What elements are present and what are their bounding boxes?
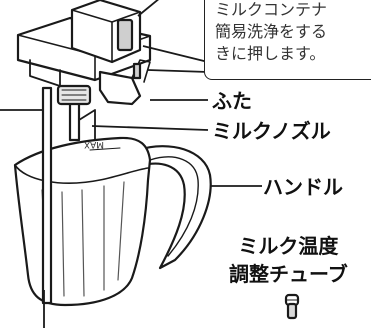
max-marking: MAX	[84, 139, 104, 149]
label-temperature-tube-line1: ミルク温度	[238, 234, 339, 258]
label-temperature-tube-line2: 調整チューブ	[229, 262, 348, 286]
leader-callout	[137, 0, 209, 73]
callout-line-1: ミルクコンテナ	[215, 0, 328, 19]
callout-box: ミルクコンテナ 簡易洗浄をする きに押します。	[204, 0, 371, 80]
callout-line-3: きに押します。	[215, 44, 326, 63]
temperature-tube-part	[284, 293, 300, 320]
leader-nozzle	[91, 125, 209, 131]
temperature-tube	[41, 86, 53, 305]
label-handle: ハンドル	[263, 175, 343, 199]
label-temperature-tube: ミルク温度 調整チューブ	[229, 232, 348, 288]
callout-line-2: 簡易洗浄をする	[215, 22, 328, 41]
label-milk-nozzle: ミルクノズル	[212, 119, 331, 143]
container-handle	[136, 145, 212, 270]
label-lid: ふた	[212, 89, 252, 113]
